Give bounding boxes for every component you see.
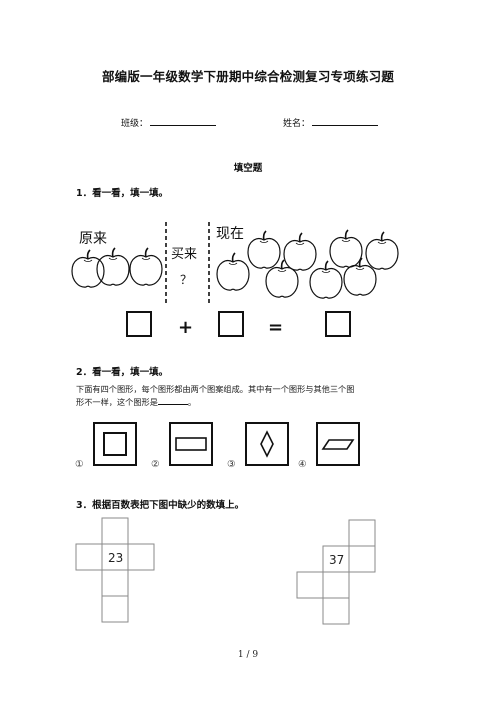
- label-question: ？: [180, 273, 192, 287]
- grid2-cell-37: [322, 545, 350, 573]
- figure-2-outer-square: [169, 422, 213, 466]
- q2-description: 下面有四个图形，每个图形都由两个图案组成。其中有一个图形与其他三个图 形不一样，…: [76, 383, 416, 409]
- class-blank[interactable]: [150, 116, 217, 126]
- grid1-value: 23: [108, 551, 123, 565]
- name-label: 姓名：: [283, 119, 311, 129]
- answer-box[interactable]: [218, 311, 244, 337]
- q2-description-end: 。: [187, 397, 197, 407]
- q2-heading: 2．看一看，填一填。: [76, 367, 169, 378]
- answer-box[interactable]: [126, 311, 152, 337]
- section-title: 填空题: [233, 163, 263, 174]
- equals-sign: =: [268, 317, 283, 338]
- plus-sign: +: [178, 317, 193, 338]
- grid2-cell[interactable]: [348, 545, 376, 573]
- figure-3-inner-diamond: [260, 430, 274, 458]
- grid1-cell[interactable]: [101, 569, 129, 597]
- figure-1-outer-square: [93, 422, 137, 466]
- page-number: 1 / 9: [237, 650, 259, 660]
- answer-box[interactable]: [325, 311, 351, 337]
- figure-4-inner-parallelogram: [321, 439, 355, 450]
- figure-4-outer-square: [316, 422, 360, 466]
- grid2-cell[interactable]: [322, 597, 350, 625]
- grid1-cell[interactable]: [75, 543, 103, 571]
- figure-1-inner-square: [103, 432, 127, 456]
- class-label: 班级：: [121, 119, 149, 129]
- name-blank[interactable]: [312, 116, 379, 126]
- label-bought: 买来: [171, 247, 197, 262]
- class-field: 班级：: [121, 116, 217, 129]
- grid1-cell[interactable]: [101, 517, 129, 545]
- figure-2-inner-rectangle: [175, 437, 207, 451]
- q2-description-line2: 形不一样，这个图形是: [76, 397, 158, 407]
- grid1-cell-23: [101, 543, 129, 571]
- grid2-cell[interactable]: [348, 519, 376, 547]
- figure-4-label: ④: [298, 459, 307, 470]
- q3-heading: 3．根据百数表把下图中缺少的数填上。: [76, 500, 245, 511]
- name-field: 姓名：: [283, 116, 379, 129]
- figure-3-outer-square: [245, 422, 289, 466]
- grid2-cell[interactable]: [296, 571, 324, 599]
- label-now: 现在: [216, 226, 244, 242]
- grid2-cell[interactable]: [322, 571, 350, 599]
- q2-description-line1: 下面有四个图形，每个图形都由两个图案组成。其中有一个图形与其他三个图: [76, 384, 355, 394]
- figure-3-label: ③: [227, 459, 236, 470]
- q1-heading: 1．看一看，填一填。: [76, 188, 169, 199]
- page-title: 部编版一年级数学下册期中综合检测复习专项练习题: [101, 69, 395, 84]
- label-before: 原来: [79, 231, 107, 247]
- figure-2-label: ②: [151, 459, 160, 470]
- grid1-cell[interactable]: [101, 595, 129, 623]
- figure-1-label: ①: [75, 459, 84, 470]
- q2-answer-blank[interactable]: [157, 396, 188, 405]
- grid2-value: 37: [329, 553, 344, 567]
- grid1-cell[interactable]: [127, 543, 155, 571]
